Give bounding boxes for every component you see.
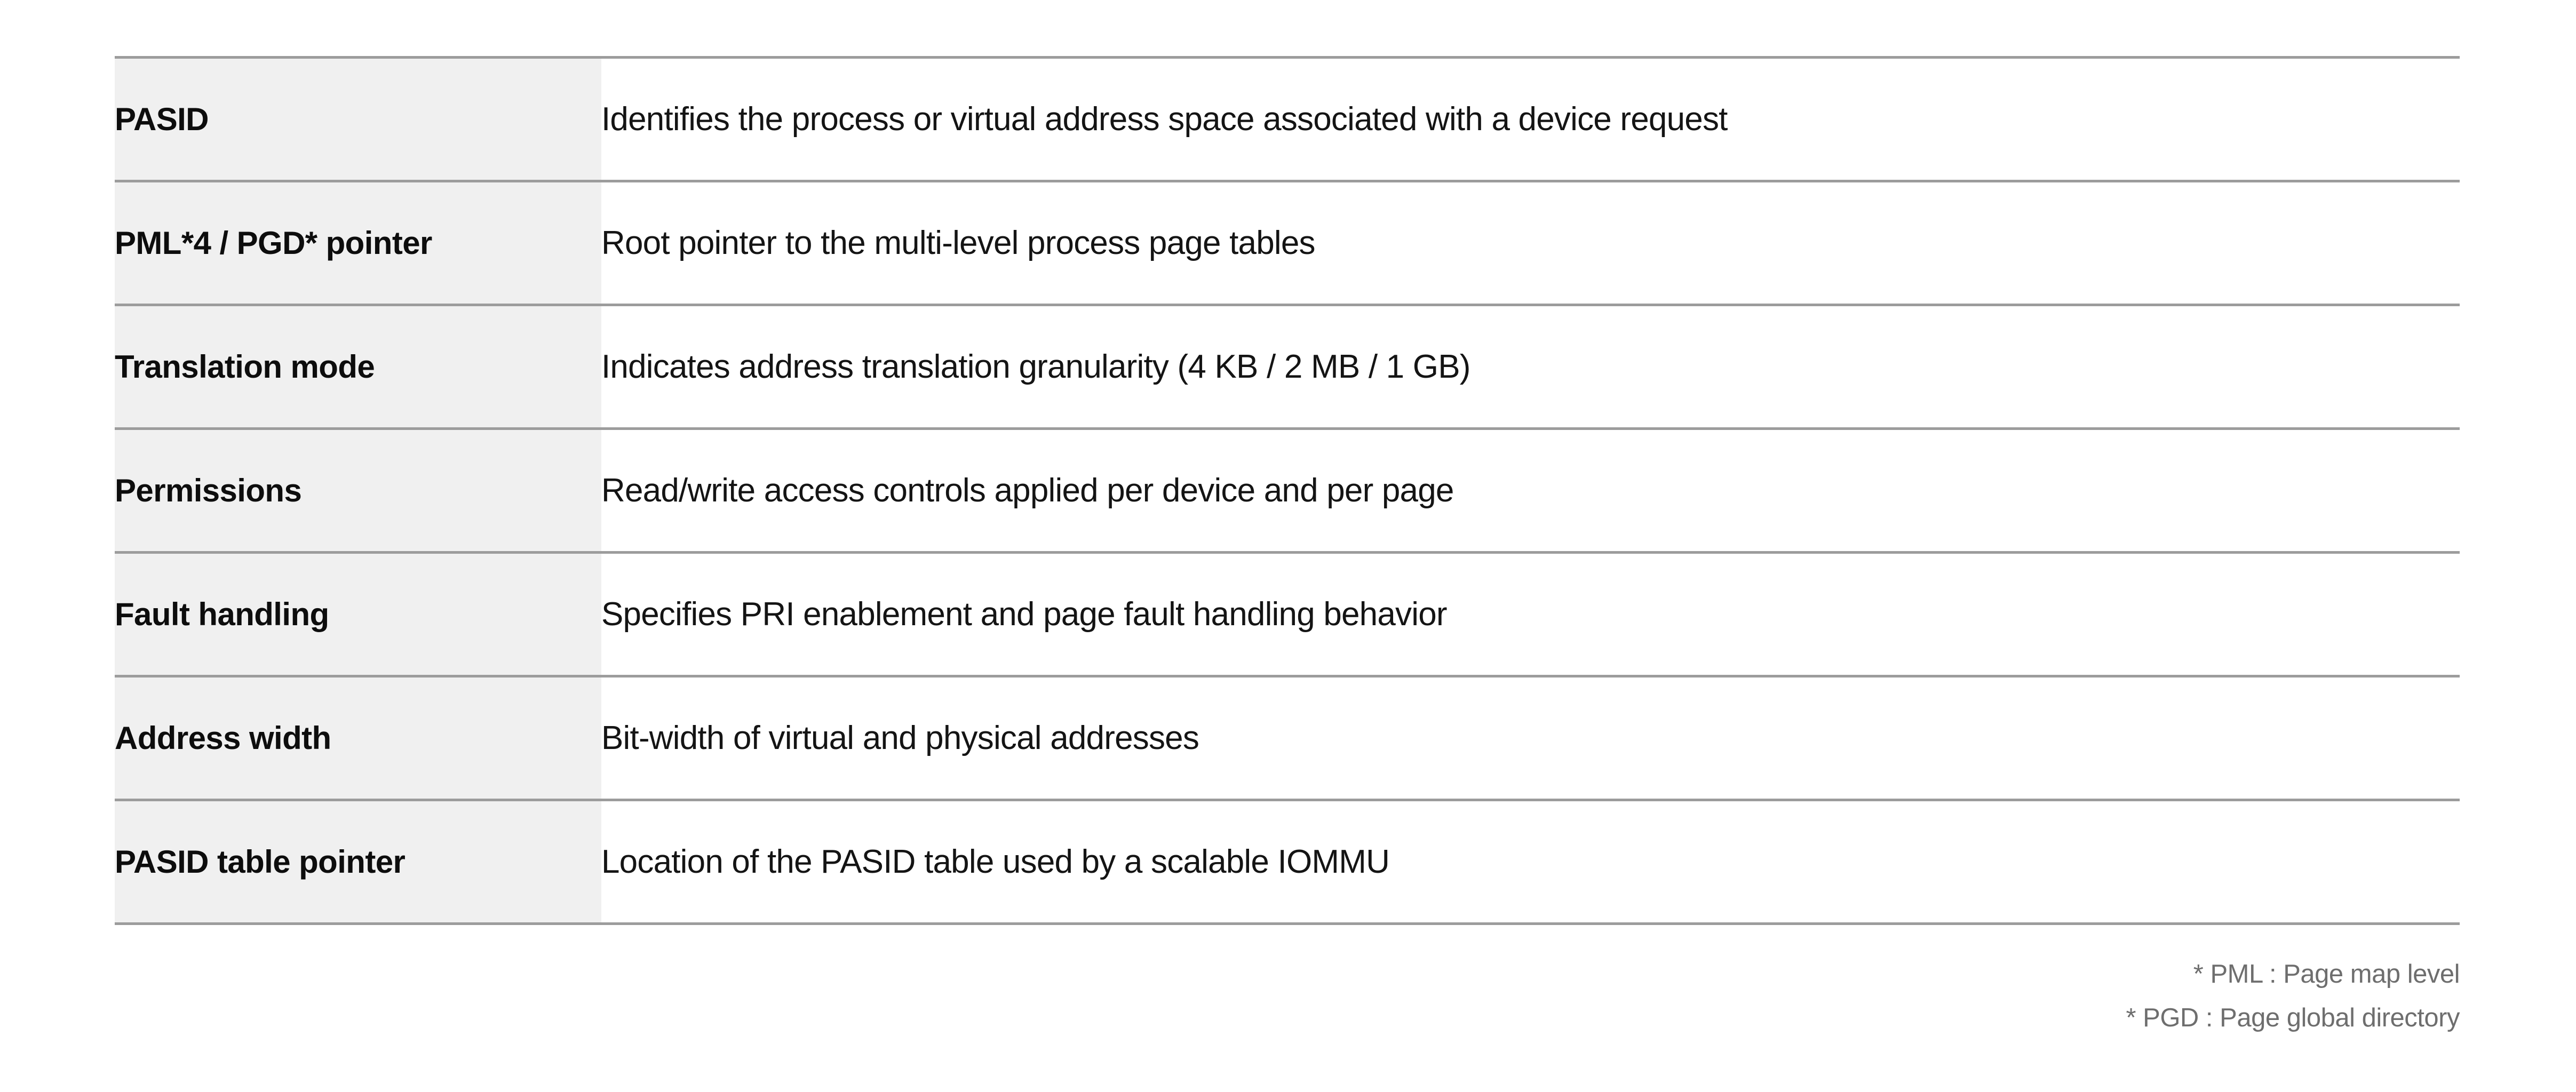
description-text: Indicates address translation granularit…	[601, 348, 1470, 385]
table-cell-term: PASID table pointer	[115, 799, 601, 925]
description-text: Specifies PRI enablement and page fault …	[601, 595, 1448, 633]
term-label: Fault handling	[115, 596, 329, 632]
description-text: Root pointer to the multi-level process …	[601, 224, 1316, 261]
table-row: PASID Identifies the process or virtual …	[115, 56, 2460, 181]
table-cell-term: PASID	[115, 56, 601, 181]
term-label: PASID	[115, 101, 209, 137]
table-cell-description: Read/write access controls applied per d…	[601, 427, 2460, 553]
table-row: Permissions Read/write access controls a…	[115, 427, 2460, 553]
description-text: Identifies the process or virtual addres…	[601, 100, 1728, 138]
description-text: Bit-width of virtual and physical addres…	[601, 719, 1199, 756]
table-cell-term: Fault handling	[115, 551, 601, 676]
term-label: PASID table pointer	[115, 844, 406, 880]
table-cell-term: Address width	[115, 675, 601, 800]
table-cell-description: Specifies PRI enablement and page fault …	[601, 551, 2460, 676]
footnote-block: * PML : Page map level * PGD : Page glob…	[2126, 961, 2460, 1031]
table-row: Address width Bit-width of virtual and p…	[115, 675, 2460, 800]
description-text: Location of the PASID table used by a sc…	[601, 843, 1390, 880]
table-cell-description: Identifies the process or virtual addres…	[601, 56, 2460, 181]
term-label: PML*4 / PGD* pointer	[115, 225, 432, 261]
table-row: PASID table pointer Location of the PASI…	[115, 799, 2460, 925]
table-row: Translation mode Indicates address trans…	[115, 304, 2460, 429]
table-cell-term: PML*4 / PGD* pointer	[115, 180, 601, 305]
table-cell-description: Bit-width of virtual and physical addres…	[601, 675, 2460, 800]
table-cell-description: Root pointer to the multi-level process …	[601, 180, 2460, 305]
table-row: Fault handling Specifies PRI enablement …	[115, 551, 2460, 676]
table-cell-term: Translation mode	[115, 304, 601, 429]
table-cell-term: Permissions	[115, 427, 601, 553]
term-label: Translation mode	[115, 349, 375, 385]
table-row: PML*4 / PGD* pointer Root pointer to the…	[115, 180, 2460, 305]
footnote-pgd: * PGD : Page global directory	[2126, 1003, 2460, 1032]
table-cell-description: Indicates address translation granularit…	[601, 304, 2460, 429]
iommu-context-fields-table: PASID Identifies the process or virtual …	[115, 56, 2460, 925]
footnote-pml: * PML : Page map level	[2193, 960, 2460, 989]
description-text: Read/write access controls applied per d…	[601, 472, 1454, 509]
table-cell-description: Location of the PASID table used by a sc…	[601, 799, 2460, 925]
term-label: Permissions	[115, 473, 302, 508]
spec-table-container: PASID Identifies the process or virtual …	[115, 56, 2460, 925]
term-label: Address width	[115, 720, 331, 756]
table-body: PASID Identifies the process or virtual …	[115, 56, 2460, 925]
